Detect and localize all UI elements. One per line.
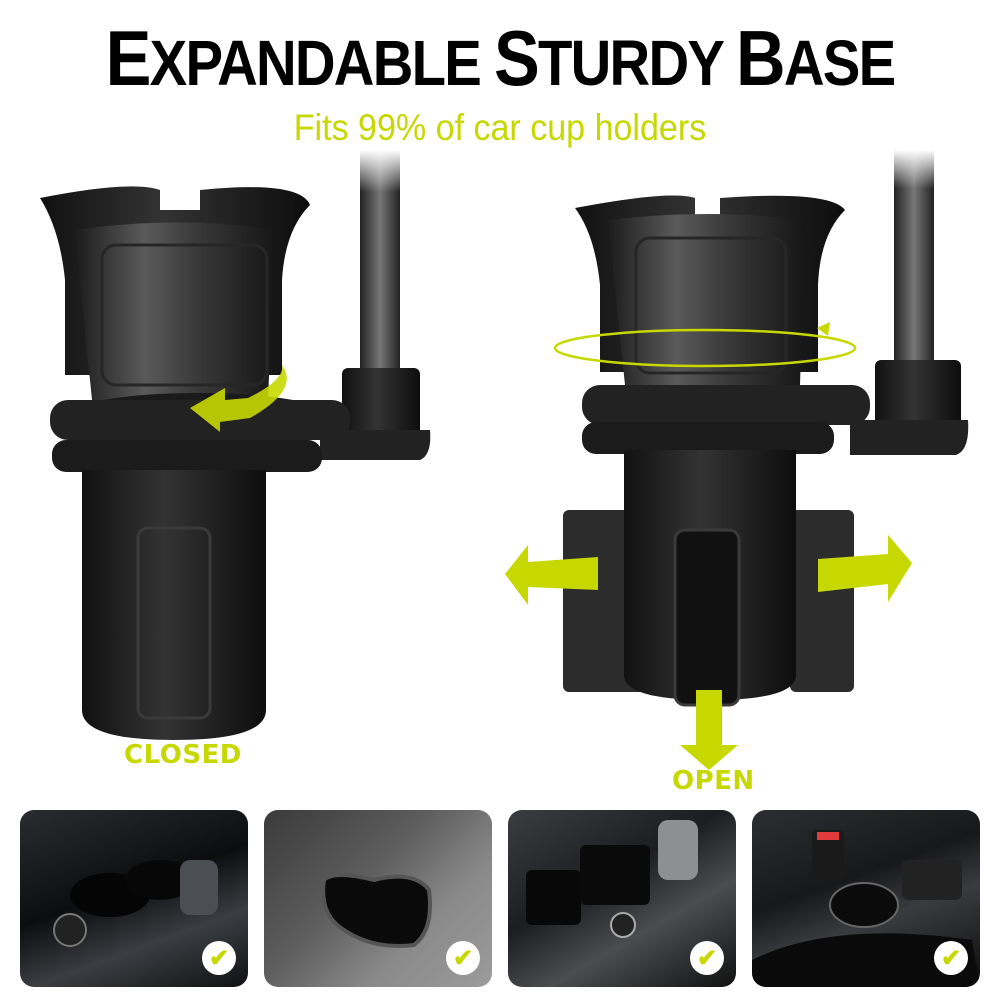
rotate-arrow-icon [190, 365, 287, 432]
checkmark-icon: ✔ [452, 944, 474, 972]
checkmark-icon: ✔ [696, 944, 718, 972]
checkmark-icon: ✔ [940, 944, 962, 972]
expand-left-arrow-icon [505, 545, 598, 605]
open-label: OPEN [672, 766, 755, 796]
check-badge: ✔ [934, 941, 968, 975]
vehicle-photo-1: ✔ [20, 810, 248, 987]
page-subtitle: Fits 99% of car cup holders [293, 107, 707, 148]
title-word: XPANDABLE [149, 27, 482, 99]
checkmark-icon: ✔ [208, 944, 230, 972]
vehicle-photo-4: ✔ [752, 810, 980, 987]
closed-label: CLOSED [124, 740, 242, 770]
page-title: EXPANDABLE STURDY BASE [60, 19, 940, 99]
check-badge: ✔ [202, 941, 236, 975]
title-initial: E [105, 14, 152, 102]
title-initial: S [493, 14, 540, 102]
title-initial: B [736, 14, 786, 102]
vehicle-photo-3: ✔ [508, 810, 736, 987]
title-word: ASE [783, 27, 896, 99]
cup-holder-closed-image [40, 150, 431, 740]
compatible-cupholders-gallery: ✔ ✔ ✔ ✔ [20, 800, 980, 990]
cup-holder-open-image [505, 150, 969, 770]
rotate-ring-icon [553, 328, 857, 368]
expand-right-arrow-icon [818, 535, 912, 602]
check-badge: ✔ [690, 941, 724, 975]
vehicle-photo-2: ✔ [264, 810, 492, 987]
expand-down-arrow-icon [680, 690, 738, 770]
title-word: TURDY [537, 27, 724, 99]
check-badge: ✔ [446, 941, 480, 975]
